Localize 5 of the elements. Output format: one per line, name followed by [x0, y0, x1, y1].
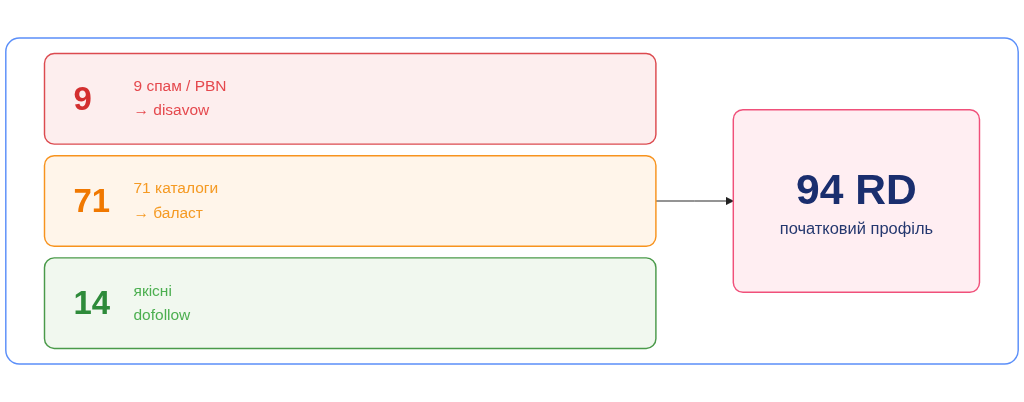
cluster	[5, 37, 1019, 365]
node-box: 9 9 спам / PBN → disavow	[43, 52, 657, 145]
node-box: 71 71 каталоги → баласт	[43, 155, 657, 247]
node-box: 94 RD початковий профіль	[732, 109, 981, 293]
node-box: 14 якісні dofollow	[43, 257, 657, 350]
